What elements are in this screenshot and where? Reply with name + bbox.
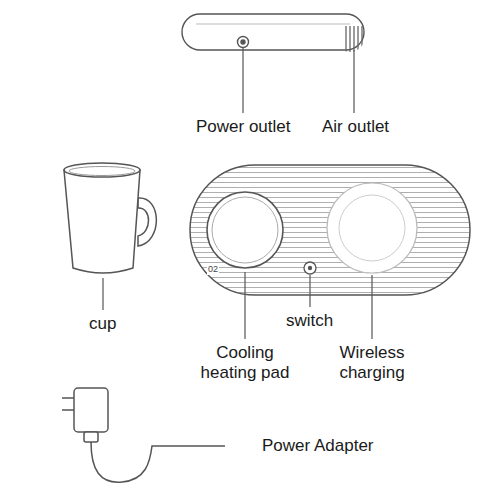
cup-drawing — [64, 163, 156, 273]
leader-lines — [243, 48, 354, 113]
part-label: Air outlet — [322, 117, 389, 137]
part-label: switch — [286, 311, 333, 331]
leader-line — [102, 278, 103, 310]
part-label: Wireless charging — [317, 343, 427, 383]
leader-lines — [245, 272, 372, 339]
part-label: Cooling heating pad — [190, 343, 300, 383]
part-label: cup — [89, 314, 116, 334]
part-label: Power outlet — [196, 117, 291, 137]
model-number: 02 — [207, 264, 219, 275]
power-adapter-drawing — [62, 388, 225, 482]
side-view — [182, 14, 364, 52]
device-top-view — [190, 165, 470, 295]
part-label: Power Adapter — [262, 436, 374, 456]
